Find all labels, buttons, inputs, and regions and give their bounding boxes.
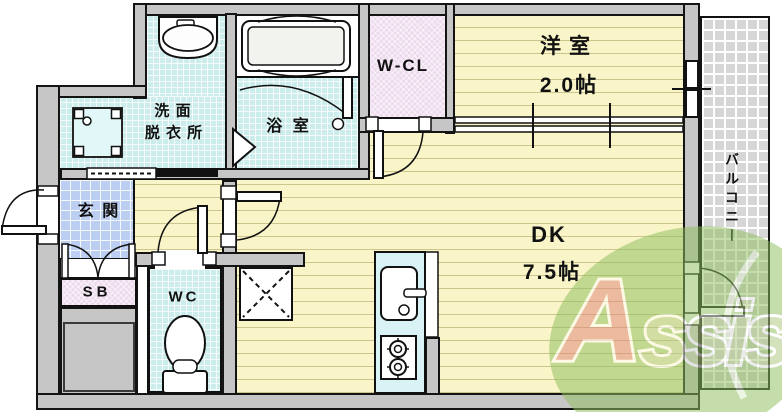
western-room-label: 洋室 <box>540 35 598 58</box>
stove-icon <box>380 335 417 380</box>
washroom-label-line1: 洗 面 <box>154 102 192 120</box>
washing-machine-icon <box>72 107 123 158</box>
wall-left <box>36 85 60 407</box>
balcony-label: バルコニー <box>724 152 740 247</box>
walkin-closet-label: W-CL <box>376 56 430 75</box>
entrance-label: 玄 関 <box>77 203 121 220</box>
wall-closet-western <box>445 3 455 134</box>
dk-size: 7.5帖 <box>522 261 582 284</box>
entrance-door-icon <box>1 185 59 245</box>
service-strip <box>137 267 148 393</box>
shoe-box-label: SB <box>82 283 112 301</box>
kitchen-counter-icon <box>374 251 439 394</box>
sliding-partition-icon <box>454 103 684 148</box>
toilet-icon <box>162 315 208 394</box>
washbasin-icon <box>158 16 218 60</box>
dk-label: DK <box>531 222 567 247</box>
wall-step-vertical <box>133 3 147 99</box>
closet-door-icon <box>365 116 432 179</box>
shoe-box-cabinet <box>60 258 137 278</box>
kitchen-sink-icon <box>380 266 427 321</box>
refrigerator-space-icon <box>239 267 293 321</box>
toilet-door-icon <box>151 205 217 266</box>
wall-openings <box>38 60 698 314</box>
washroom-label-line2: 脱 衣 所 <box>144 124 204 142</box>
pipe-space <box>63 322 135 392</box>
western-room-size: 2.0帖 <box>539 74 599 97</box>
shoebox-doors-icon <box>61 243 136 279</box>
room-western <box>455 15 685 133</box>
accordion-door-icon <box>86 167 218 180</box>
shoe-box <box>60 278 137 307</box>
hall-dk-door-icon <box>220 185 282 248</box>
bath-door-icon <box>232 76 353 169</box>
bathtub-icon <box>241 15 351 77</box>
bathroom-label: 浴 室 <box>266 118 312 135</box>
toilet-label: WC <box>168 288 200 306</box>
room-walkin-closet <box>370 15 447 119</box>
window-icon <box>672 60 711 118</box>
